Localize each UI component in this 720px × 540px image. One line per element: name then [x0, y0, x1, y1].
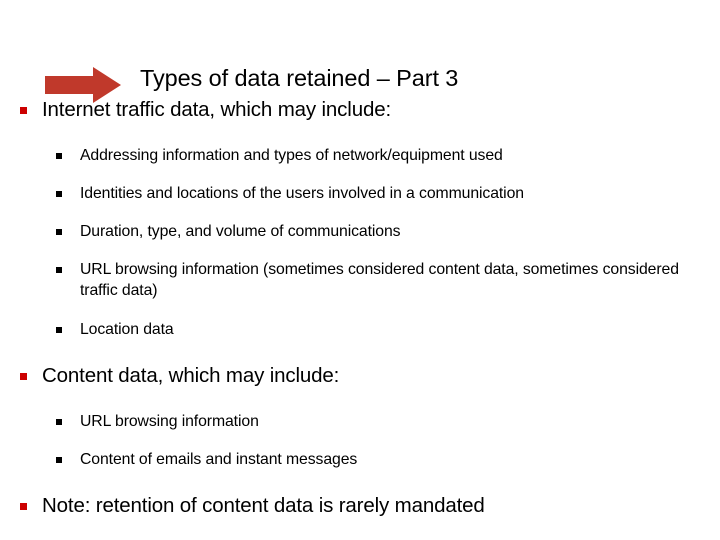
- bullet-level1-label: Content data, which may include:: [42, 364, 340, 387]
- bullet-level1: Internet traffic data, which may include…: [0, 96, 720, 123]
- bullet-level1-label: Internet traffic data, which may include…: [42, 98, 391, 121]
- bullet-marker-level2: [56, 267, 62, 273]
- bullet-level2-label: Duration, type, and volume of communicat…: [80, 223, 401, 240]
- bullet-marker-level2: [56, 327, 62, 333]
- bullet-level2: Addressing information and types of netw…: [0, 145, 720, 166]
- bullet-level1: Note: retention of content data is rarel…: [0, 492, 720, 519]
- bullet-marker-level2: [56, 457, 62, 463]
- bullet-level2-label: URL browsing information: [80, 413, 259, 430]
- title-row: Types of data retained – Part 3: [0, 30, 720, 103]
- bullet-level2-label: URL browsing information (sometimes cons…: [80, 261, 679, 299]
- bullet-marker-level1: [20, 107, 27, 114]
- bullet-level1-label: Note: retention of content data is rarel…: [42, 494, 485, 517]
- bullet-level2: URL browsing information: [0, 411, 720, 432]
- bullet-marker-level2: [56, 229, 62, 235]
- bullet-marker-level2: [56, 419, 62, 425]
- right-arrow-icon: [45, 67, 121, 103]
- page-title: Types of data retained – Part 3: [140, 65, 459, 91]
- bullet-level2: URL browsing information (sometimes cons…: [0, 259, 720, 301]
- bullet-level2: Identities and locations of the users in…: [0, 183, 720, 204]
- bullet-marker-level1: [20, 373, 27, 380]
- bullet-level2-label: Addressing information and types of netw…: [80, 147, 503, 164]
- bullet-level1: Content data, which may include:: [0, 362, 720, 389]
- bullet-level2-label: Location data: [80, 321, 174, 338]
- bullet-marker-level2: [56, 191, 62, 197]
- bullet-marker-level1: [20, 503, 27, 510]
- bullet-level2-label: Content of emails and instant messages: [80, 451, 358, 468]
- bullet-marker-level2: [56, 153, 62, 159]
- bullet-level2-label: Identities and locations of the users in…: [80, 185, 524, 202]
- bullet-level2: Duration, type, and volume of communicat…: [0, 221, 720, 242]
- bullet-content: Internet traffic data, which may include…: [0, 96, 720, 519]
- bullet-level2: Content of emails and instant messages: [0, 449, 720, 470]
- bullet-level2: Location data: [0, 319, 720, 340]
